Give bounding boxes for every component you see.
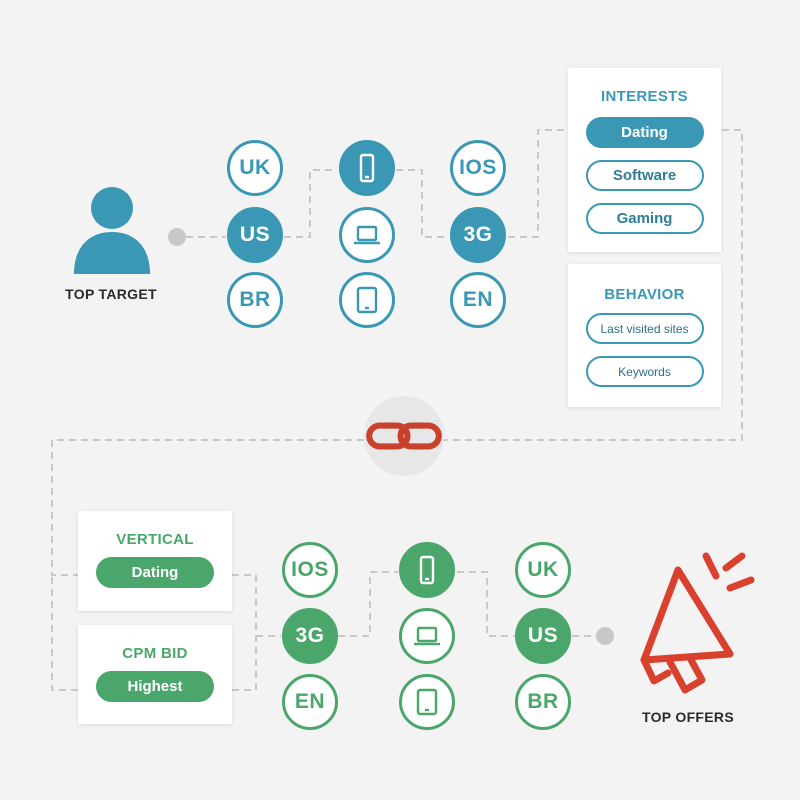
geo-node-us-bottom[interactable]: US bbox=[515, 608, 571, 664]
connection-node-en-bottom[interactable]: EN bbox=[282, 674, 338, 730]
vertical-pill-dating[interactable]: Dating bbox=[96, 557, 214, 588]
connector-dot-end bbox=[596, 627, 614, 645]
phone-icon bbox=[359, 153, 375, 183]
geo-node-br[interactable]: BR bbox=[227, 272, 283, 328]
interest-pill-dating[interactable]: Dating bbox=[585, 117, 704, 148]
geo-node-uk-bottom[interactable]: UK bbox=[515, 542, 571, 598]
interests-card: INTERESTS Dating Software Gaming bbox=[568, 68, 721, 252]
megaphone-icon bbox=[640, 552, 755, 694]
connector-dot-start bbox=[168, 228, 186, 246]
chain-link-icon bbox=[366, 422, 442, 450]
cpm-bid-pill-highest[interactable]: Highest bbox=[96, 671, 214, 702]
link-medallion bbox=[364, 396, 444, 476]
tablet-icon bbox=[416, 688, 438, 716]
tablet-icon bbox=[356, 286, 378, 314]
geo-node-br-bottom[interactable]: BR bbox=[515, 674, 571, 730]
device-node-tablet-bottom[interactable] bbox=[399, 674, 455, 730]
cpm-bid-title: CPM BID bbox=[122, 645, 188, 662]
interests-title: INTERESTS bbox=[601, 88, 688, 105]
connection-node-3g-bottom[interactable]: 3G bbox=[282, 608, 338, 664]
connection-node-en[interactable]: EN bbox=[450, 272, 506, 328]
interest-pill-software[interactable]: Software bbox=[585, 160, 704, 191]
device-node-laptop-bottom[interactable] bbox=[399, 608, 455, 664]
vertical-title: VERTICAL bbox=[116, 531, 194, 548]
behavior-card: BEHAVIOR Last visited sites Keywords bbox=[568, 264, 721, 407]
top-offers-label: TOP OFFERS bbox=[642, 709, 734, 725]
person-icon bbox=[74, 187, 150, 274]
laptop-icon bbox=[354, 225, 380, 245]
device-node-tablet[interactable] bbox=[339, 272, 395, 328]
connection-node-ios-bottom[interactable]: IOS bbox=[282, 542, 338, 598]
device-node-laptop[interactable] bbox=[339, 207, 395, 263]
geo-node-uk[interactable]: UK bbox=[227, 140, 283, 196]
behavior-pill-keywords[interactable]: Keywords bbox=[585, 356, 704, 387]
connection-node-3g[interactable]: 3G bbox=[450, 207, 506, 263]
laptop-icon bbox=[414, 626, 440, 646]
interest-pill-gaming[interactable]: Gaming bbox=[585, 203, 704, 234]
connection-node-ios[interactable]: IOS bbox=[450, 140, 506, 196]
top-target-label: TOP TARGET bbox=[65, 286, 157, 302]
vertical-card: VERTICAL Dating bbox=[78, 511, 232, 611]
cpm-bid-card: CPM BID Highest bbox=[78, 625, 232, 724]
behavior-title: BEHAVIOR bbox=[604, 286, 685, 303]
behavior-pill-last-visited-sites[interactable]: Last visited sites bbox=[585, 313, 704, 344]
phone-icon bbox=[419, 555, 435, 585]
device-node-phone-bottom[interactable] bbox=[399, 542, 455, 598]
geo-node-us[interactable]: US bbox=[227, 207, 283, 263]
device-node-phone[interactable] bbox=[339, 140, 395, 196]
